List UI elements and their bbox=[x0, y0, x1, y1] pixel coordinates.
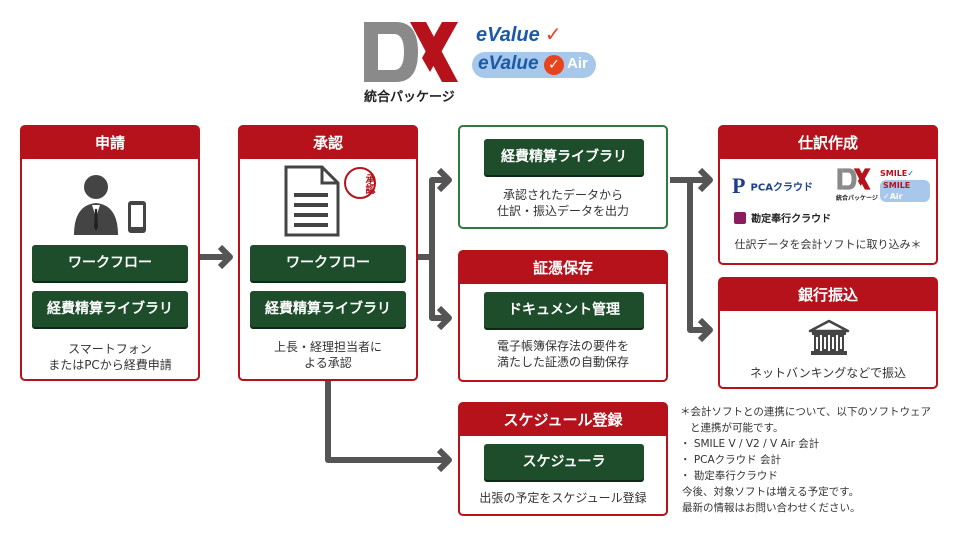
evalue-air-logo: eValue ✓ Air bbox=[472, 52, 596, 78]
dx-logo bbox=[364, 22, 458, 82]
journal-description: 仕訳データを会計ソフトに取り込み＊ bbox=[734, 238, 922, 251]
library-button[interactable]: 経費精算ライブラリ bbox=[484, 139, 644, 175]
smile-v-air-logo: SMILE ✓Air bbox=[880, 180, 930, 202]
apply-workflow-button[interactable]: ワークフロー bbox=[32, 245, 188, 281]
scheduler-button[interactable]: スケジューラ bbox=[484, 444, 644, 480]
footnote-line3: 今後、対象ソフトは増える予定です。 bbox=[682, 486, 860, 498]
kanjo-bugyo-logo: 勘定奉行クラウド bbox=[734, 207, 831, 225]
arrow-approve-to-schedule bbox=[325, 380, 447, 463]
document-icon bbox=[284, 165, 340, 237]
evidence-title: 証憑保存 bbox=[460, 252, 666, 284]
document-management-button[interactable]: ドキュメント管理 bbox=[484, 292, 644, 328]
approve-workflow-button[interactable]: ワークフロー bbox=[250, 245, 406, 281]
check-mark-icon: ✓ bbox=[544, 22, 562, 46]
evalue-logo: eValue ✓ bbox=[476, 22, 562, 46]
journal-box: 仕訳作成 P PCAクラウド 統合パッケージ SMILE✓ SMILE ✓Air… bbox=[718, 125, 938, 265]
user-with-phone-icon bbox=[74, 175, 146, 235]
library-description: 承認されたデータから 仕訳・振込データを出力 bbox=[496, 188, 629, 218]
bank-description: ネットバンキングなどで振込 bbox=[749, 366, 906, 380]
apply-description: スマートフォン またはPCから経費申請 bbox=[48, 342, 172, 372]
footnote-item2: ・ PCAクラウド 会計 bbox=[680, 454, 782, 466]
bank-box: 銀行振込 ネットバンキングなどで振込 bbox=[718, 277, 938, 389]
approve-box: 承認 承認 ワークフロー 経費精算ライブラリ 上長・経理担当者に よる承認 bbox=[238, 125, 418, 381]
arrow-approve-branch bbox=[418, 177, 447, 260]
schedule-title: スケジュール登録 bbox=[460, 404, 666, 436]
evidence-description: 電子帳簿保存法の要件を 満たした証憑の自動保存 bbox=[496, 339, 629, 369]
schedule-description: 出張の予定をスケジュール登録 bbox=[479, 491, 647, 505]
footnote-line2: と連携が可能です。 bbox=[690, 422, 784, 434]
approval-stamp-icon: 承認 bbox=[344, 167, 376, 199]
dx-small-logo: 統合パッケージ bbox=[836, 167, 878, 202]
evidence-box: 証憑保存 ドキュメント管理 電子帳簿保存法の要件を 満たした証憑の自動保存 bbox=[458, 250, 668, 382]
check-circle-icon: ✓ bbox=[544, 55, 564, 75]
dx-small-icon bbox=[837, 168, 871, 190]
journal-title: 仕訳作成 bbox=[720, 127, 936, 159]
footnote-line1: ＊会計ソフトとの連携について、以下のソフトウェア bbox=[680, 406, 932, 418]
bank-building-icon bbox=[808, 319, 850, 355]
approve-expense-library-button[interactable]: 経費精算ライブラリ bbox=[250, 291, 406, 327]
bugyo-mark-icon bbox=[734, 211, 746, 224]
apply-box: 申請 ワークフロー 経費精算ライブラリ スマートフォン またはPCから経費申請 bbox=[20, 125, 200, 381]
approve-title: 承認 bbox=[240, 127, 416, 159]
approve-description: 上長・経理担当者に よる承認 bbox=[273, 340, 382, 370]
library-box: 経費精算ライブラリ 承認されたデータから 仕訳・振込データを出力 bbox=[458, 125, 668, 229]
bank-title: 銀行振込 bbox=[720, 279, 936, 311]
pca-cloud-logo: P PCAクラウド bbox=[732, 173, 813, 198]
apply-title: 申請 bbox=[22, 127, 198, 159]
footnote-item3: ・ 勘定奉行クラウド bbox=[680, 470, 778, 482]
schedule-box: スケジュール登録 スケジューラ 出張の予定をスケジュール登録 bbox=[458, 402, 668, 516]
footnote-item1: ・ SMILE V / V2 / V Air 会計 bbox=[680, 438, 820, 450]
footnote: ＊会計ソフトとの連携について、以下のソフトウェア と連携が可能です。 ・ SMI… bbox=[680, 404, 952, 516]
pca-p-icon: P bbox=[732, 173, 746, 198]
footnote-line4: 最新の情報はお問い合わせください。 bbox=[682, 502, 861, 514]
apply-expense-library-button[interactable]: 経費精算ライブラリ bbox=[32, 291, 188, 327]
header-logos: 統合パッケージ eValue ✓ eValue ✓ Air bbox=[362, 18, 602, 108]
smile-logos: SMILE✓ SMILE ✓Air bbox=[880, 169, 930, 202]
smile-v-logo: SMILE✓ bbox=[880, 169, 914, 178]
dx-caption: 統合パッケージ bbox=[364, 90, 455, 105]
